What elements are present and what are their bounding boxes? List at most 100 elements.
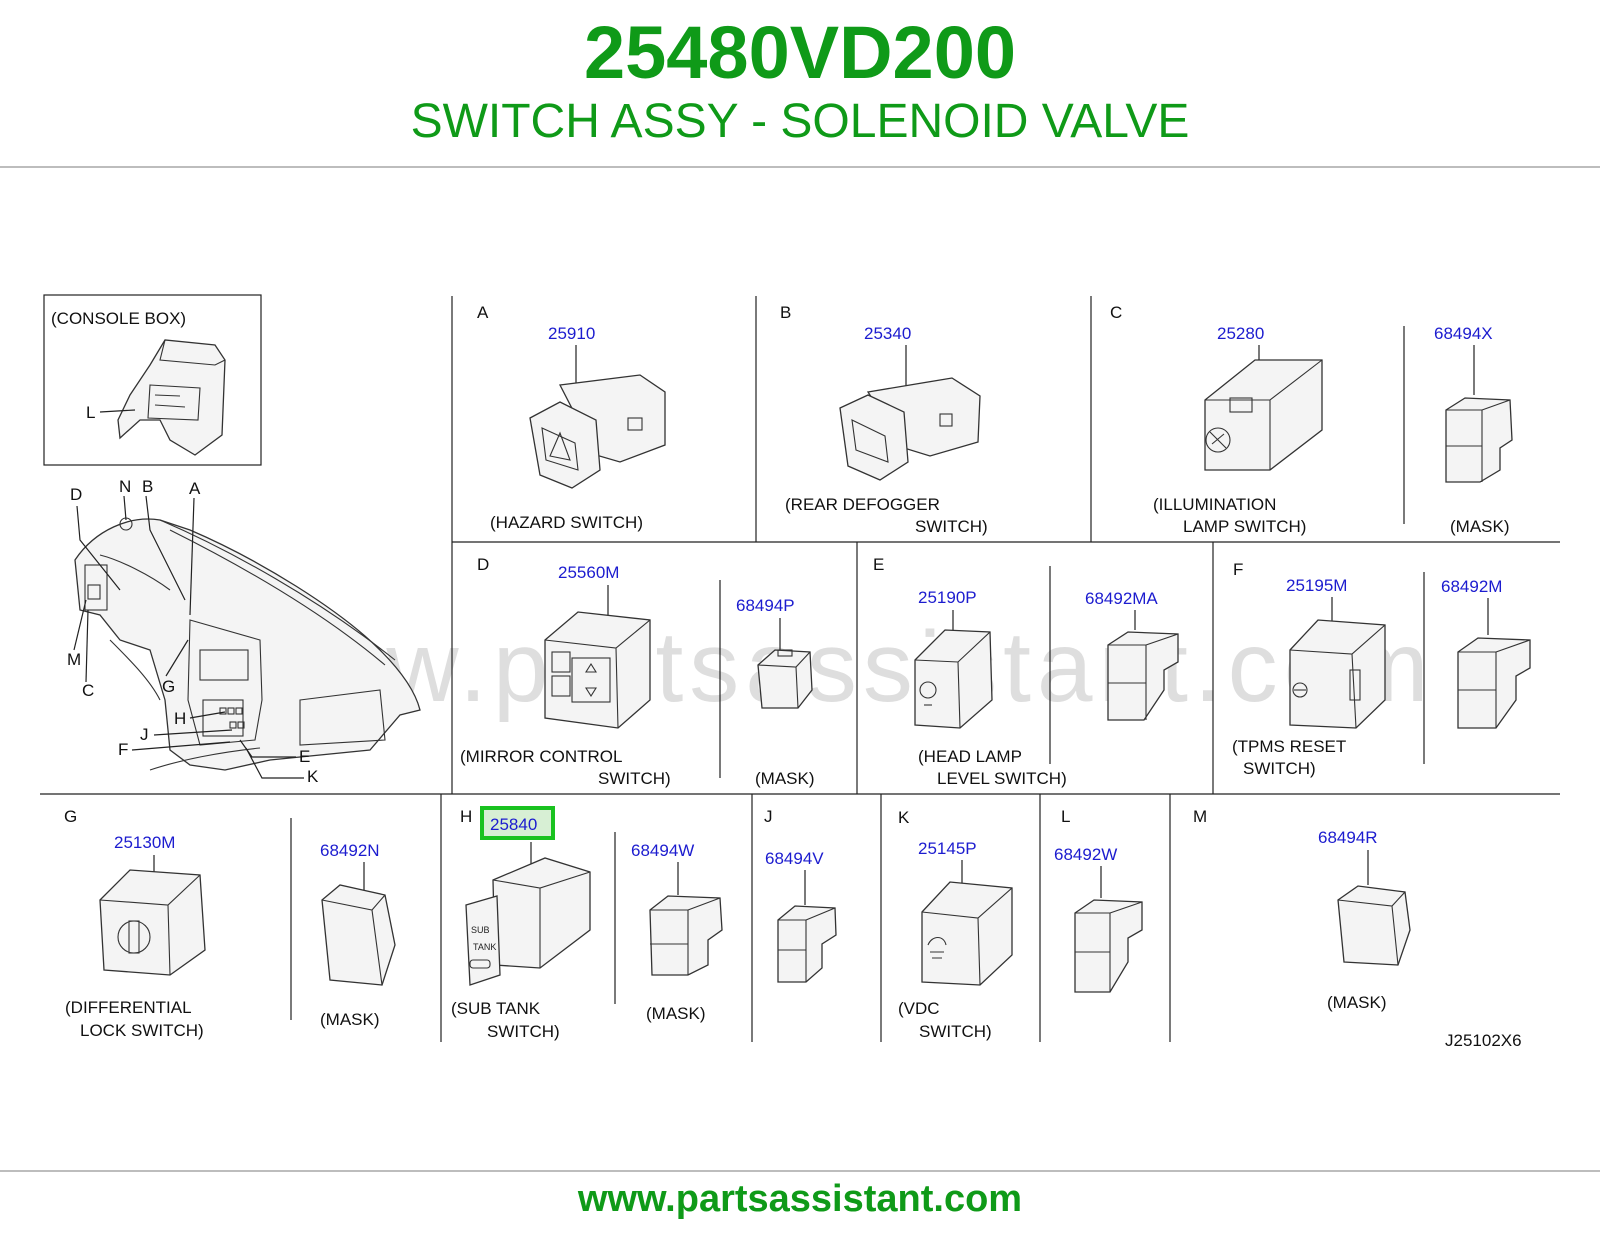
- sub-tank-switch-sketch: SUB TANK: [465, 857, 591, 986]
- console-box-frame: [43, 294, 262, 466]
- dashboard-sketch: [74, 517, 421, 771]
- callout-H: H: [174, 709, 186, 728]
- mask-68492N-sketch: [321, 884, 396, 986]
- section-M: M 68494R (MASK): [1193, 807, 1411, 1012]
- callout-B: B: [142, 477, 153, 496]
- part-number-title: 25480VD200: [583, 11, 1017, 94]
- part-number-68494X[interactable]: 68494X: [1434, 324, 1493, 343]
- section-F: F 25195M (TPMS RESET SWITCH) 68492M: [1232, 560, 1531, 778]
- part-number-25190P[interactable]: 25190P: [918, 588, 977, 607]
- callout-D: D: [70, 485, 82, 504]
- header-divider: [0, 166, 1600, 168]
- callout-C: C: [82, 681, 94, 700]
- caption-vdc-1: (VDC: [898, 999, 940, 1018]
- caption-tpms-1: (TPMS RESET: [1232, 737, 1346, 756]
- caption-sub-tank-1: (SUB TANK: [451, 999, 541, 1018]
- caption-sub-tank-2: SWITCH): [487, 1022, 560, 1041]
- section-K: K 25145P (VDC SWITCH): [898, 808, 1013, 1041]
- caption-vdc-2: SWITCH): [919, 1022, 992, 1041]
- part-number-25840[interactable]: 25840: [490, 815, 537, 834]
- section-D: D 25560M (MIRROR CONTROL SWITCH) 68494P …: [460, 555, 815, 788]
- caption-differential-lock-2: LOCK SWITCH): [80, 1021, 204, 1040]
- section-letter-K: K: [898, 808, 910, 827]
- part-number-68492M[interactable]: 68492M: [1441, 577, 1502, 596]
- section-letter-C: C: [1110, 303, 1122, 322]
- section-letter-H: H: [460, 807, 472, 826]
- callout-E: E: [299, 747, 310, 766]
- mask-68494W-sketch: [649, 895, 723, 976]
- part-number-68494V[interactable]: 68494V: [765, 849, 824, 868]
- section-B: B 25340 (REAR DEFOGGER SWITCH): [780, 303, 988, 536]
- part-number-68494P[interactable]: 68494P: [736, 596, 795, 615]
- section-letter-F: F: [1233, 560, 1243, 579]
- section-J: J 68494V: [764, 807, 837, 983]
- caption-mirror-control-2: SWITCH): [598, 769, 671, 788]
- part-name-subtitle: SWITCH ASSY - SOLENOID VALVE: [410, 95, 1190, 148]
- caption-mask-68492N: (MASK): [320, 1010, 380, 1029]
- part-highlight-frame: [480, 806, 555, 840]
- callout-A: A: [189, 479, 201, 498]
- hazard-switch-sketch: [529, 374, 666, 489]
- diagram-code: J25102X6: [1445, 1031, 1522, 1050]
- section-A: A 25910 (HAZARD SWITCH): [477, 303, 666, 532]
- caption-mask-68494R: (MASK): [1327, 993, 1387, 1012]
- part-number-68492MA[interactable]: 68492MA: [1085, 589, 1158, 608]
- section-letter-E: E: [873, 555, 884, 574]
- footer-divider: [0, 1170, 1600, 1172]
- sub-tank-face-line-2: TANK: [473, 942, 496, 952]
- callout-N: N: [119, 477, 131, 496]
- console-box-sketch: [117, 339, 226, 456]
- caption-tpms-2: SWITCH): [1243, 759, 1316, 778]
- section-G: G 25130M (DIFFERENTIAL LOCK SWITCH) 6849…: [64, 807, 396, 1040]
- mask-68494P-sketch: [757, 649, 813, 709]
- tpms-reset-switch-sketch: [1289, 619, 1386, 729]
- caption-rear-defogger-2: SWITCH): [915, 517, 988, 536]
- section-letter-B: B: [780, 303, 791, 322]
- caption-mirror-control-1: (MIRROR CONTROL: [460, 747, 622, 766]
- part-number-25910[interactable]: 25910: [548, 324, 595, 343]
- part-number-25560M[interactable]: 25560M: [558, 563, 619, 582]
- section-letter-J: J: [764, 807, 773, 826]
- grid-lines: [40, 296, 1560, 1042]
- mask-68494X-sketch: [1445, 397, 1513, 483]
- part-number-25280[interactable]: 25280: [1217, 324, 1264, 343]
- section-letter-A: A: [477, 303, 489, 322]
- footer-website-link[interactable]: www.partsassistant.com: [577, 1178, 1023, 1220]
- differential-lock-switch-sketch: [99, 869, 206, 976]
- part-number-68492W[interactable]: 68492W: [1054, 845, 1117, 864]
- vdc-switch-sketch: [921, 881, 1013, 986]
- caption-hazard-switch: (HAZARD SWITCH): [490, 513, 643, 532]
- section-letter-L: L: [1061, 807, 1070, 826]
- mask-68492W-sketch: [1074, 899, 1143, 993]
- mirror-control-switch-sketch: [544, 611, 651, 729]
- part-number-25130M[interactable]: 25130M: [114, 833, 175, 852]
- illumination-lamp-switch-sketch: [1204, 359, 1323, 471]
- console-box-caption: (CONSOLE BOX): [51, 309, 186, 328]
- section-C: C 25280 (ILLUMINATION LAMP SWITCH) 68494…: [1110, 303, 1513, 536]
- part-number-68492N[interactable]: 68492N: [320, 841, 380, 860]
- part-number-25195M[interactable]: 25195M: [1286, 576, 1347, 595]
- part-number-25145P[interactable]: 25145P: [918, 839, 977, 858]
- part-number-68494R[interactable]: 68494R: [1318, 828, 1378, 847]
- head-lamp-level-switch-sketch: [914, 629, 993, 729]
- sub-tank-face-line-1: SUB: [471, 925, 490, 935]
- callout-L: L: [86, 403, 95, 422]
- caption-illumination-2: LAMP SWITCH): [1183, 517, 1306, 536]
- caption-head-lamp-1: (HEAD LAMP: [918, 747, 1022, 766]
- section-L: L 68492W: [1054, 807, 1143, 993]
- rear-defogger-switch-sketch: [839, 377, 981, 481]
- caption-mask-68494X: (MASK): [1450, 517, 1510, 536]
- mask-68492MA-sketch: [1107, 631, 1179, 721]
- caption-mask-68494W: (MASK): [646, 1004, 706, 1023]
- watermark: www.partsassistant.com: [230, 611, 1435, 723]
- callout-M: M: [67, 650, 81, 669]
- section-letter-M: M: [1193, 807, 1207, 826]
- caption-rear-defogger-1: (REAR DEFOGGER: [785, 495, 940, 514]
- callout-F: F: [118, 740, 128, 759]
- caption-head-lamp-2: LEVEL SWITCH): [937, 769, 1067, 788]
- part-number-25340[interactable]: 25340: [864, 324, 911, 343]
- section-letter-D: D: [477, 555, 489, 574]
- part-number-68494W[interactable]: 68494W: [631, 841, 694, 860]
- overview-panel: (CONSOLE BOX) L: [43, 294, 421, 786]
